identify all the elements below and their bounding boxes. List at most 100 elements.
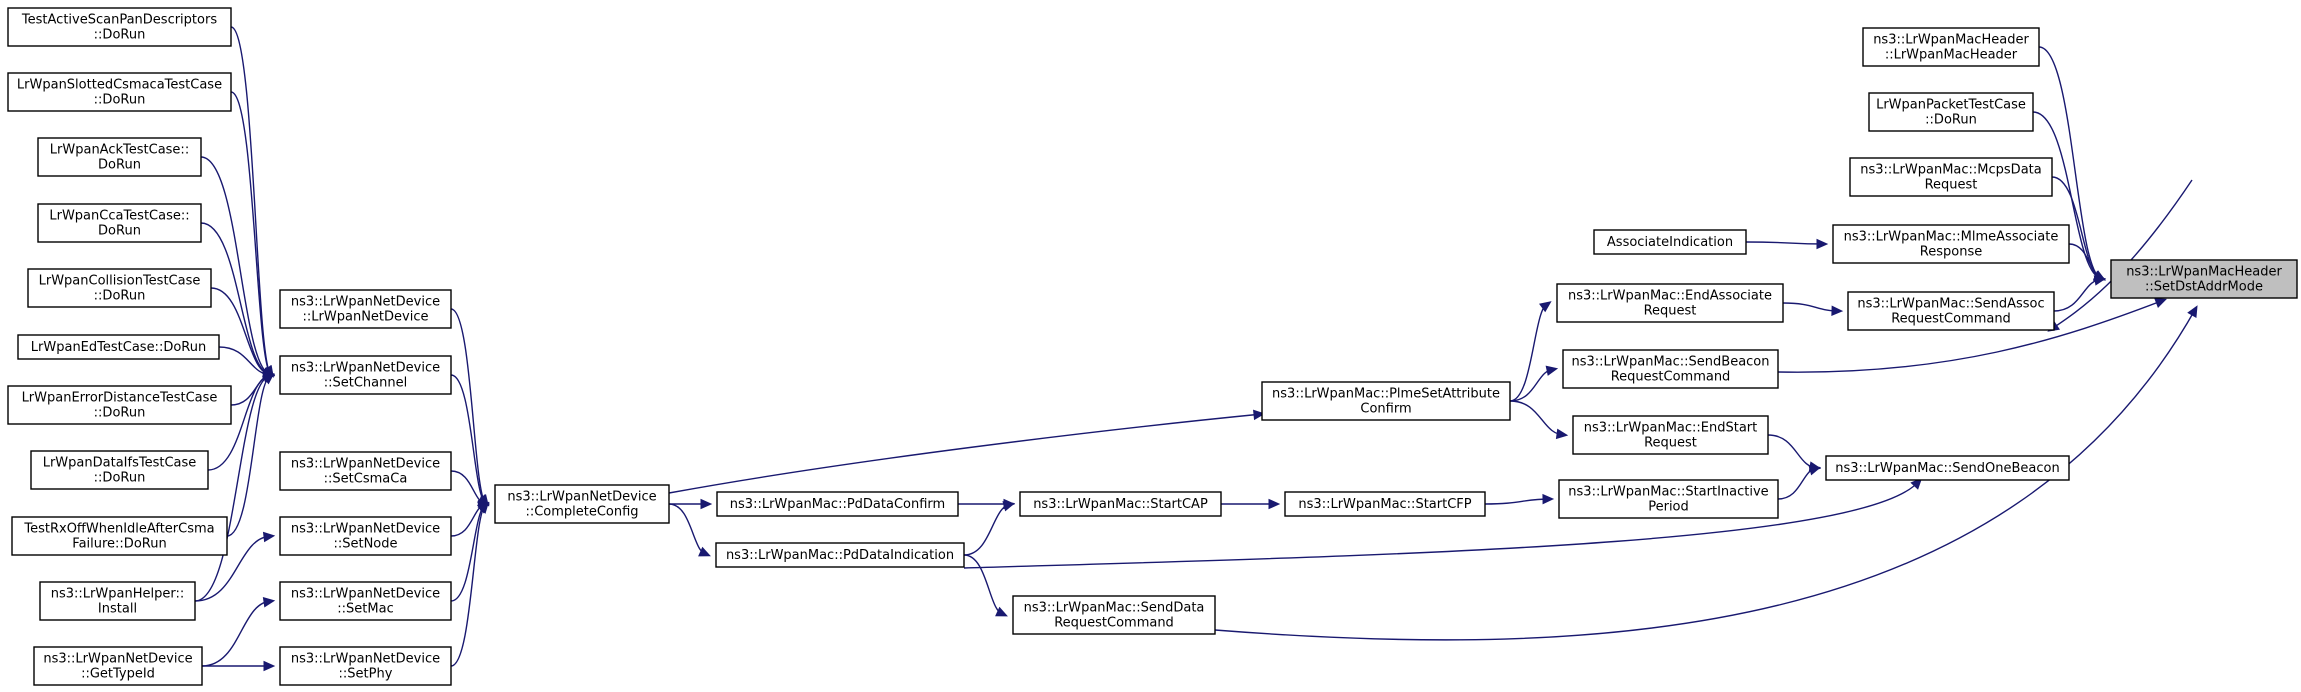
- node-label-line: ns3::LrWpanMac::SendOneBeacon: [1835, 461, 2059, 476]
- node-t_ed[interactable]: LrWpanEdTestCase::DoRun: [17, 334, 220, 360]
- node-label-line: ns3::LrWpanMac::McpsData: [1860, 163, 2041, 178]
- node-box: [17, 334, 220, 360]
- node-box: [715, 542, 965, 568]
- edge-t_dataifs-to-set_channel: [207, 374, 273, 471]
- node-start_cfp[interactable]: ns3::LrWpanMac::StartCFP: [1284, 491, 1486, 517]
- node-t_collision[interactable]: LrWpanCollisionTestCase::DoRun: [27, 268, 212, 308]
- node-set_csmaca[interactable]: ns3::LrWpanNetDevice::SetCsmaCa: [279, 451, 452, 491]
- node-set_channel[interactable]: ns3::LrWpanNetDevice::SetChannel: [279, 355, 452, 395]
- edge-t_ack-to-set_channel: [200, 156, 273, 376]
- node-label-line: AssociateIndication: [1607, 235, 1733, 250]
- node-label-line: LrWpanAckTestCase::: [50, 143, 189, 158]
- node-t_cca[interactable]: LrWpanCcaTestCase::DoRun: [37, 203, 202, 243]
- node-root[interactable]: ns3::LrWpanMacHeader::SetDstAddrMode: [2110, 259, 2298, 299]
- node-label-line: ns3::LrWpanNetDevice: [291, 652, 440, 667]
- node-label-line: ns3::LrWpanMac::SendAssoc: [1857, 297, 2044, 312]
- node-set_mac[interactable]: ns3::LrWpanNetDevice::SetMac: [279, 581, 452, 621]
- arrowhead-send_beacon_req-to-root: [2154, 298, 2168, 308]
- node-helper_install[interactable]: ns3::LrWpanHelper::Install: [39, 581, 196, 621]
- node-label-line: ns3::LrWpanMacHeader: [1873, 33, 2029, 48]
- edge-plme-to-end_start: [1509, 400, 1566, 436]
- node-label-line: ns3::LrWpanMac::SendData: [1024, 601, 1205, 616]
- arrowhead-complete_config-to-pd_indication: [698, 546, 711, 557]
- node-label-line: ns3::LrWpanMacHeader: [2126, 265, 2282, 280]
- node-start_cap[interactable]: ns3::LrWpanMac::StartCAP: [1019, 491, 1222, 517]
- node-label-line: LrWpanCcaTestCase::: [49, 209, 189, 224]
- node-netdev_ctor[interactable]: ns3::LrWpanNetDevice::LrWpanNetDevice: [279, 289, 452, 329]
- node-label-line: Install: [98, 602, 137, 617]
- arrowhead-get_type_id-to-set_mac: [262, 597, 276, 608]
- node-label-line: ::SetDstAddrMode: [2145, 280, 2263, 295]
- node-hdr_ctor[interactable]: ns3::LrWpanMacHeader::LrWpanMacHeader: [1862, 27, 2040, 67]
- node-box: [1012, 595, 1216, 635]
- node-box: [1593, 229, 1747, 255]
- node-label-line: ns3::LrWpanMac::PdDataIndication: [726, 548, 954, 563]
- arrowhead-send_assoc-to-root: [2093, 275, 2107, 286]
- node-set_phy[interactable]: ns3::LrWpanNetDevice::SetPhy: [279, 646, 452, 686]
- edge-start_cfp-to-start_inactive: [1484, 498, 1552, 505]
- node-complete_config[interactable]: ns3::LrWpanNetDevice::CompleteConfig: [494, 484, 670, 524]
- node-box: [279, 646, 452, 686]
- arrowhead-assoc_ind-to-mlme_assoc: [1816, 238, 1829, 250]
- arrowhead-plme-to-end_assoc: [1539, 301, 1552, 313]
- edge-hdr_ctor-to-root: [2038, 46, 2104, 280]
- node-box: [30, 450, 209, 490]
- node-label-line: ns3::LrWpanNetDevice: [291, 522, 440, 537]
- node-label-line: LrWpanEdTestCase::DoRun: [31, 340, 206, 355]
- node-t_ack[interactable]: LrWpanAckTestCase::DoRun: [37, 137, 202, 177]
- edge-pd_indication-to-start_cap: [963, 503, 1013, 556]
- edge-pd_indication-to-send_one_beacon: [963, 479, 1921, 569]
- node-box: [33, 646, 203, 686]
- node-label-line: LrWpanErrorDistanceTestCase: [22, 391, 218, 406]
- node-get_type_id[interactable]: ns3::LrWpanNetDevice::GetTypeId: [33, 646, 203, 686]
- node-label-line: ns3::LrWpanNetDevice: [291, 361, 440, 376]
- node-pkt_test[interactable]: LrWpanPacketTestCase::DoRun: [1868, 92, 2034, 132]
- node-pd_confirm[interactable]: ns3::LrWpanMac::PdDataConfirm: [716, 491, 959, 517]
- node-box: [1825, 455, 2070, 481]
- node-assoc_ind[interactable]: AssociateIndication: [1593, 229, 1747, 255]
- node-label-line: ::DoRun: [94, 93, 146, 108]
- arrowhead-helper_install-to-set_node: [262, 531, 276, 543]
- arrowhead-t_rxoff-to-set_channel: [262, 373, 275, 385]
- node-t_active_scan[interactable]: TestActiveScanPanDescriptors::DoRun: [7, 7, 232, 47]
- node-set_node[interactable]: ns3::LrWpanNetDevice::SetNode: [279, 516, 452, 556]
- node-label-line: ::DoRun: [94, 406, 146, 421]
- node-label-line: ::CompleteConfig: [525, 505, 638, 520]
- node-label-line: ::SetCsmaCa: [324, 472, 408, 487]
- edge-t_slotted-to-set_channel: [230, 91, 273, 376]
- node-label-line: ::LrWpanMacHeader: [1885, 48, 2018, 63]
- node-label-line: ::GetTypeId: [81, 667, 155, 682]
- node-box: [1284, 491, 1486, 517]
- node-box: [27, 268, 212, 308]
- node-box: [7, 72, 232, 112]
- arrowhead-end_assoc-to-send_assoc: [1831, 305, 1844, 317]
- arrowhead-send_data_req-to-root: [2187, 305, 2198, 318]
- node-box: [1862, 27, 2040, 67]
- arrowhead-plme-to-send_beacon_req: [1545, 365, 1559, 376]
- node-label-line: ::DoRun: [94, 28, 146, 43]
- node-label-line: ns3::LrWpanMac::PlmeSetAttribute: [1272, 387, 1500, 402]
- node-box: [279, 581, 452, 621]
- node-box: [279, 289, 452, 329]
- node-send_one_beacon[interactable]: ns3::LrWpanMac::SendOneBeacon: [1825, 455, 2070, 481]
- nodes-layer: ns3::LrWpanMacHeader::SetDstAddrModens3:…: [7, 7, 2298, 686]
- node-pd_indication[interactable]: ns3::LrWpanMac::PdDataIndication: [715, 542, 965, 568]
- node-label-line: ns3::LrWpanMac::StartInactive: [1568, 485, 1768, 500]
- node-t_slotted[interactable]: LrWpanSlottedCsmacaTestCase::DoRun: [7, 72, 232, 112]
- edge-set_mac-to-complete_config: [450, 503, 488, 602]
- node-t_errdist[interactable]: LrWpanErrorDistanceTestCase::DoRun: [7, 385, 232, 425]
- node-t_dataifs[interactable]: LrWpanDataIfsTestCase::DoRun: [30, 450, 209, 490]
- edge-send_one_beacon-to-root: [2049, 179, 2193, 331]
- node-label-line: LrWpanCollisionTestCase: [39, 274, 201, 289]
